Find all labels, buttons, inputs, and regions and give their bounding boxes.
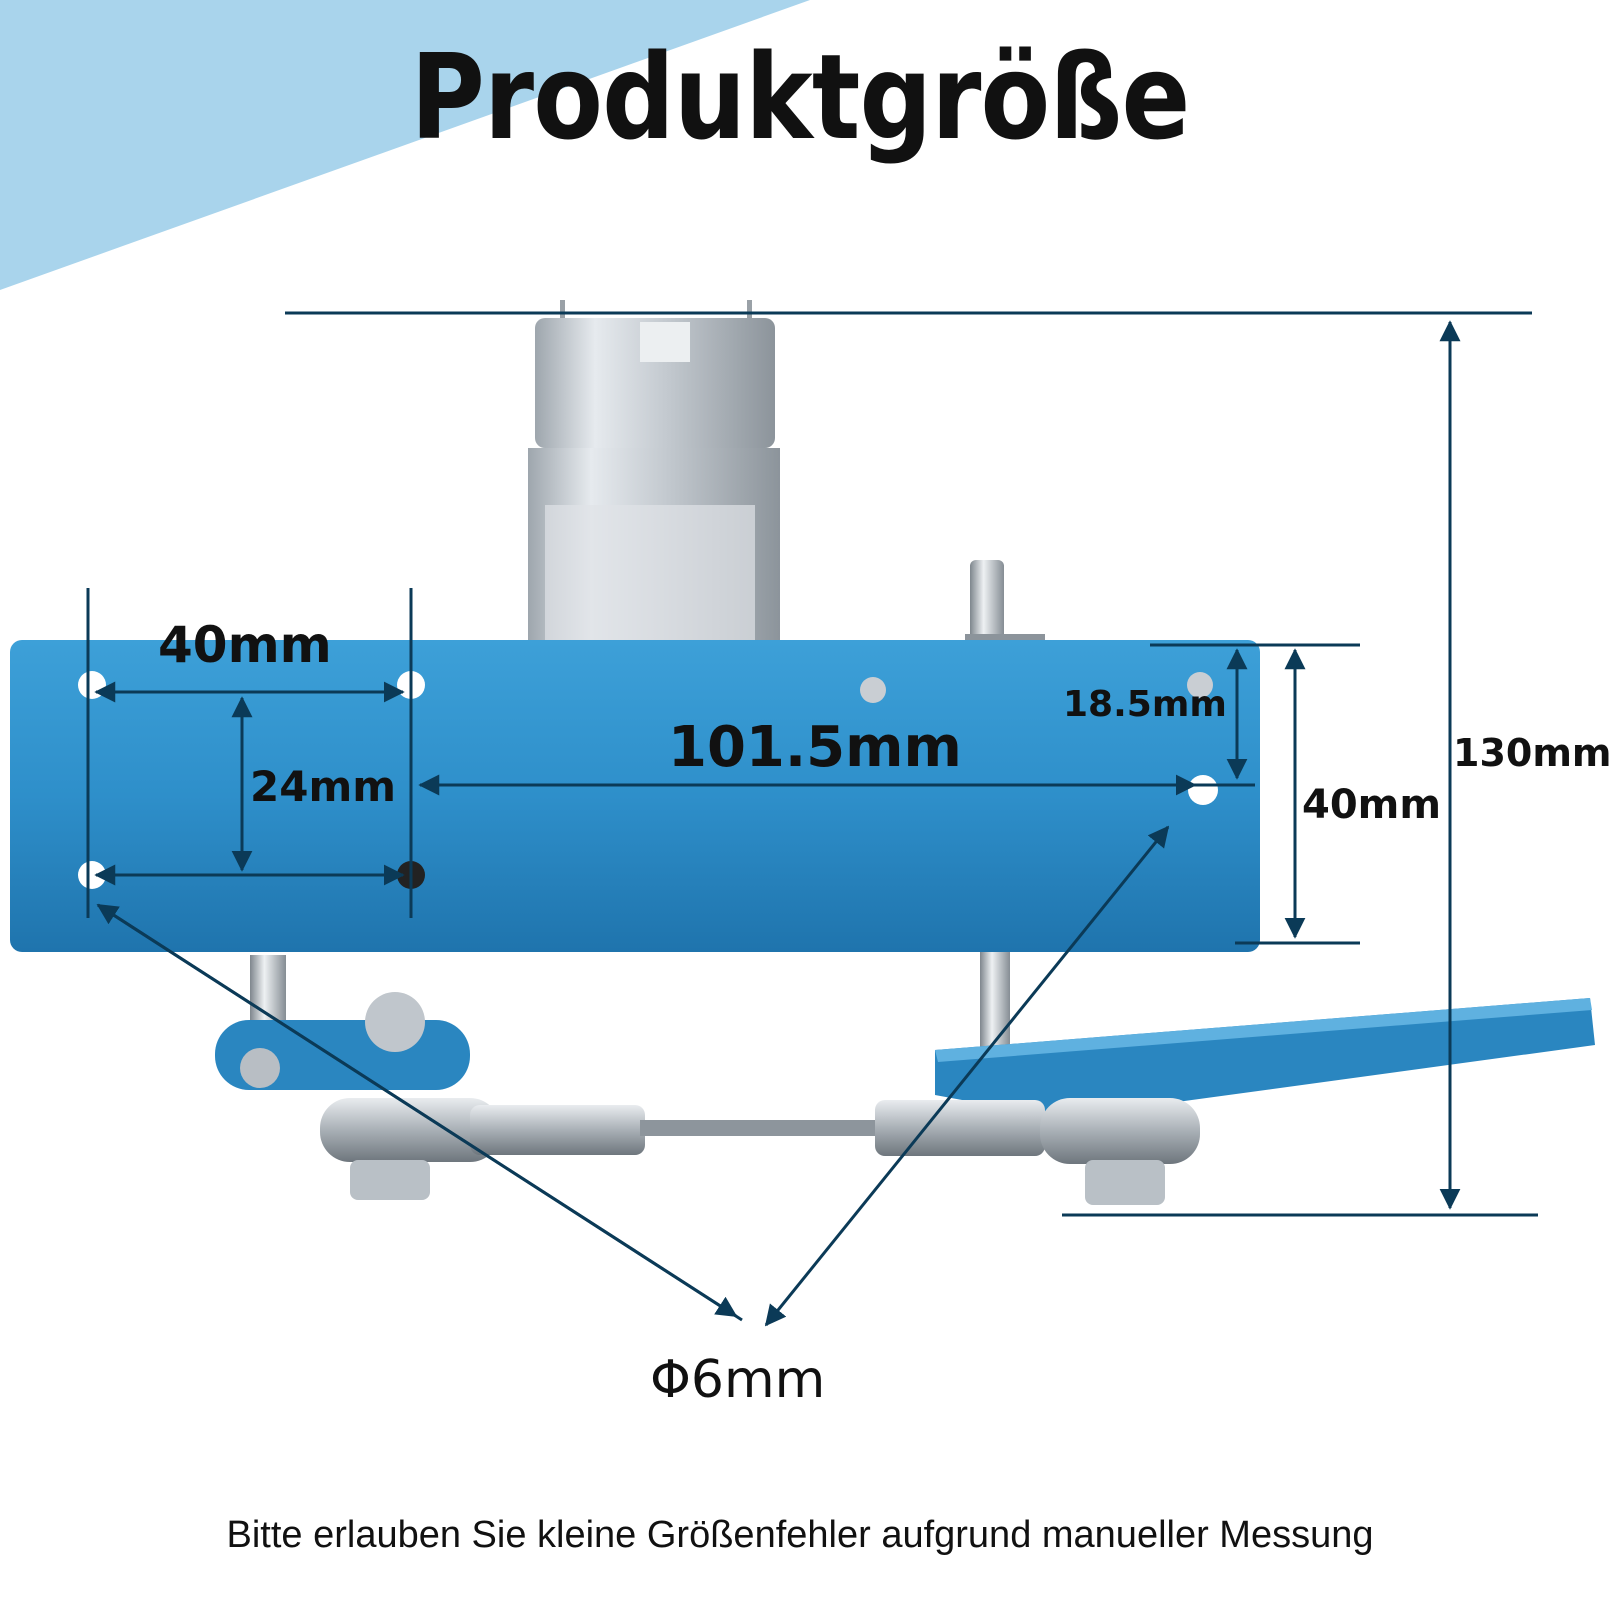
page-title: Produktgröße [410,28,1191,166]
plate-height-label: 40mm [1302,782,1442,828]
shaft-distance-label: 101.5mm [668,715,962,780]
corner-accent-shape [0,0,810,290]
diameter-pointer-right [764,825,1170,1327]
hole-spacing-horizontal-label: 40mm [158,616,332,674]
measurement-disclaimer: Bitte erlauben Sie kleine Größenfehler a… [226,1514,1374,1556]
dimension-lines [86,311,1538,1327]
total-height-label: 130mm [1453,731,1612,775]
diameter-pointer-left-head [97,903,738,1318]
linkage-rod-illustration [320,1098,1200,1205]
hole-spacing-vertical-label: 24mm [250,762,396,811]
left-lever-illustration [215,955,470,1090]
hole-diameter-label: Φ6mm [650,1350,826,1410]
motor-illustration [528,300,780,643]
hole-offset-label: 18.5mm [1063,684,1227,725]
